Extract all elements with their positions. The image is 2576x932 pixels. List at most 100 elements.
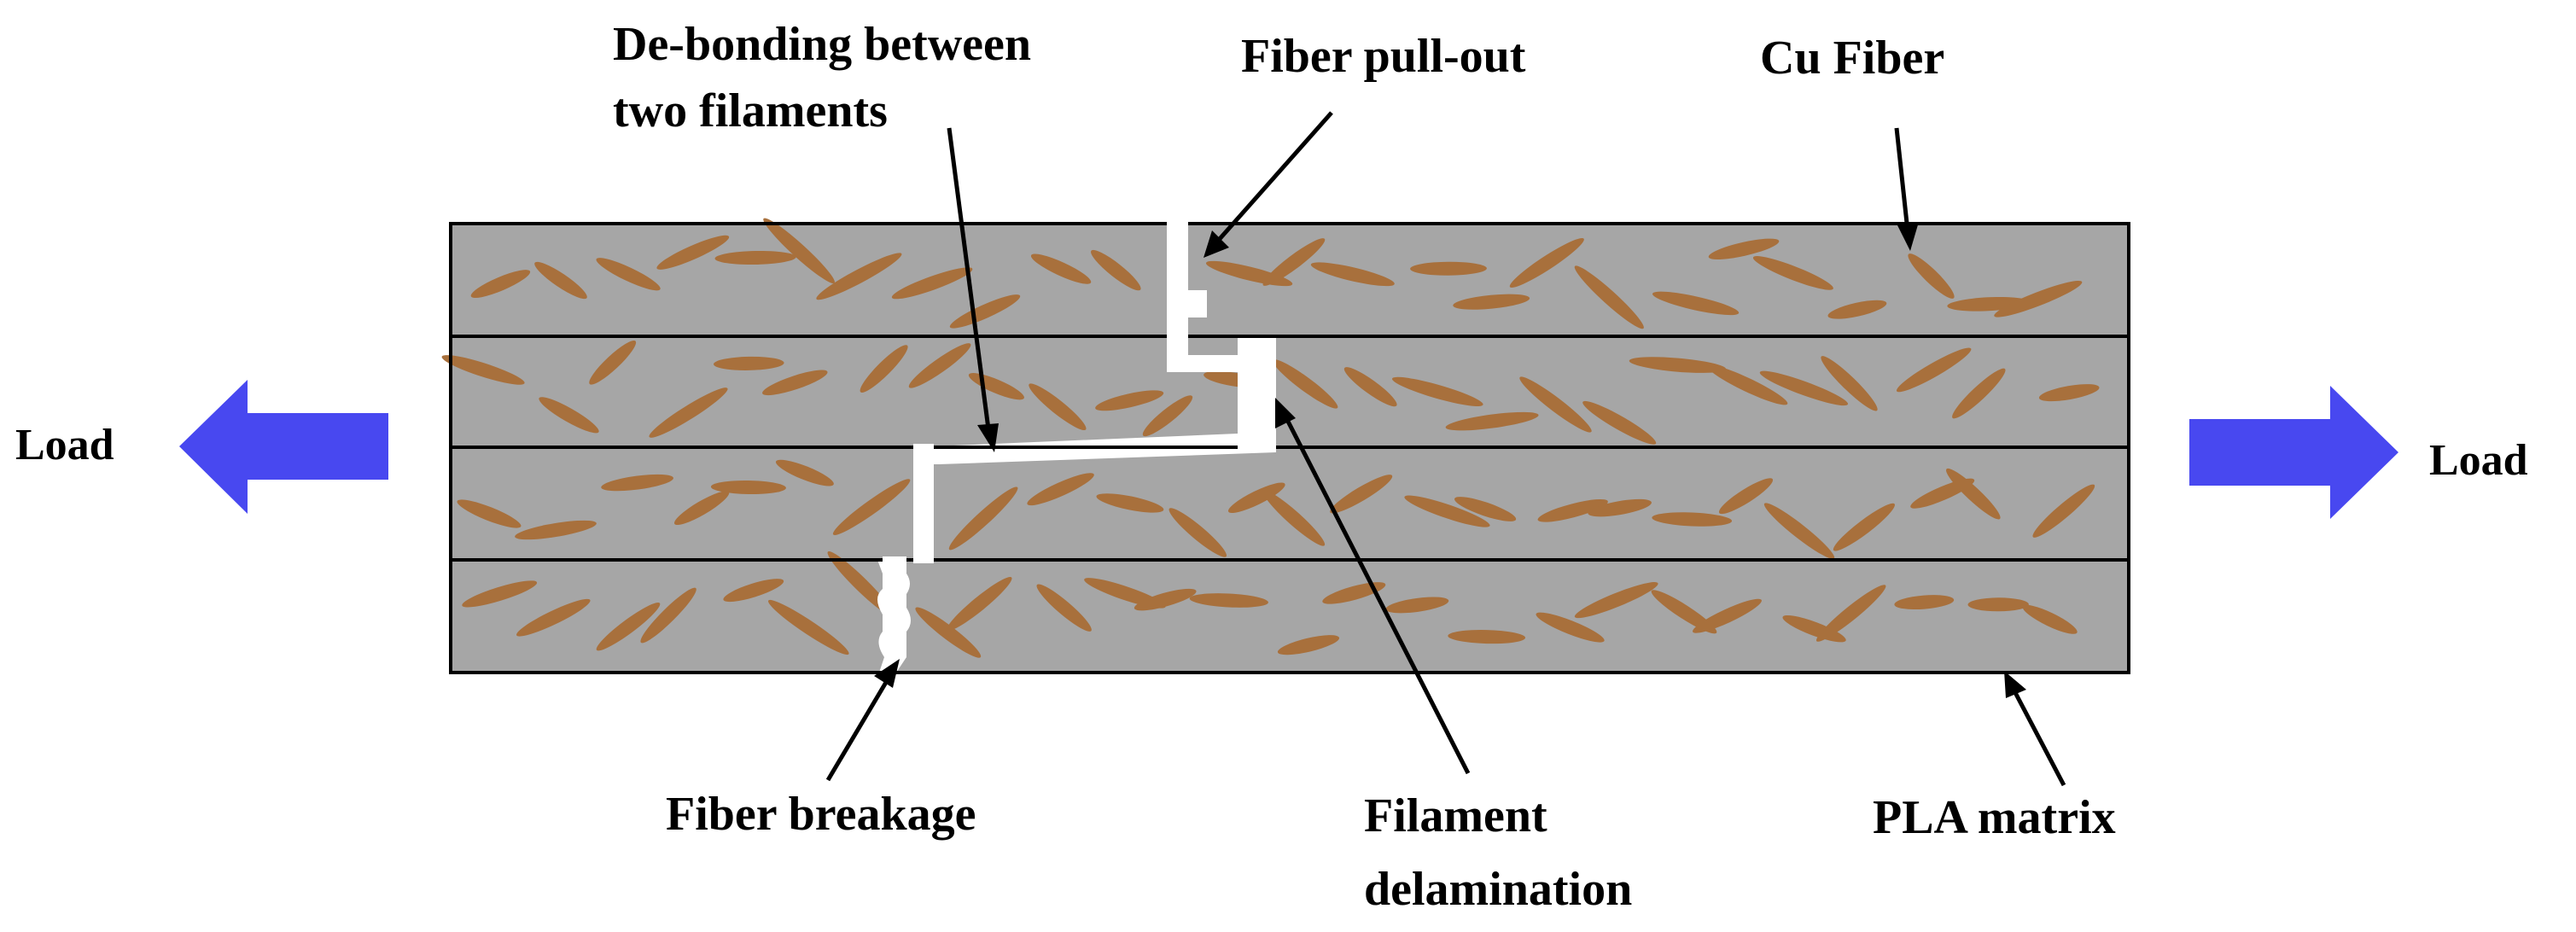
cu-fiber [2032,484,2095,538]
cu-fiber [1448,630,1526,644]
cu-fiber [915,607,982,658]
cu-fiber [710,480,786,495]
cu-fiber [1027,473,1094,506]
cu-fiber [1142,395,1193,437]
filament-layer-1 [451,224,2129,336]
cu-fiber [534,261,587,300]
cu-fiber [457,499,522,528]
cu-fiber [763,218,835,284]
cu-fiber [1821,356,1878,411]
cu-fiber [601,474,673,492]
cu-fiber [1445,411,1539,431]
cu-fiber [947,576,1012,632]
cu-fiber [1894,595,1955,610]
cu-fiber [1718,478,1774,515]
cu-fiber [768,599,849,655]
cu-fiber [1827,300,1887,319]
cu-fiber [1262,490,1326,546]
cu-fiber [1343,367,1397,407]
cu-fiber [723,579,784,603]
cu-fiber [1392,376,1483,406]
cu-fiber [775,459,834,486]
crack-gap-1 [1167,333,1188,340]
load-arrow-right [2189,386,2398,519]
cu-fiber [1652,291,1740,316]
filament-delamination-label-line2: delamination [1364,863,1632,916]
cu-fiber [1262,238,1326,286]
cu-fiber [1189,593,1268,608]
cu-fiber [1036,584,1092,632]
cu-fiber [1693,598,1762,633]
crack-gap-5 [883,556,906,563]
cu-fiber [656,235,730,270]
cu-fiber [596,258,661,291]
cu-fibers [441,218,2100,658]
cu-fiber [1277,635,1340,655]
cu-fiber [1537,498,1608,522]
cu-fiber [1574,582,1658,619]
cu-fiber [1629,357,1727,373]
cu-fiber [1453,294,1530,310]
debonding-label-line2: two filaments [613,84,888,137]
filament-layer-4 [451,560,2129,673]
crack-overlay [883,220,1276,563]
debonding-arrow [947,127,999,452]
cu-fiber [1952,368,2006,419]
layer-outlines [449,222,2130,674]
cu-fiber-label: Cu Fiber [1760,32,1944,84]
cu-fiber [1946,468,2001,520]
filament-delamination-label-line1: Filament [1364,789,1547,842]
cu-fiber [1536,612,1605,643]
fiber-breakage-label: Fiber breakage [666,788,976,841]
cu-fiber [860,345,908,393]
cu-fiber [1410,261,1487,276]
crack-gap-3 [913,444,934,452]
cu-fiber [1908,253,1955,299]
cu-fiber [891,267,973,300]
cu-fiber [1815,585,1886,642]
cu-fiber [1707,364,1788,405]
cu-fiber [1588,498,1652,517]
crack-gap-top [1167,220,1188,227]
cu-fiber [462,580,538,608]
cu-fiber [596,602,661,651]
cu-fiber [2038,384,2100,402]
cu-fiber [1322,582,1386,604]
fiber-breakage-arrow [825,659,900,782]
cu-fiber [1273,359,1338,409]
cu-fiber [1096,493,1164,513]
cu-fiber [949,294,1021,329]
cu-fiber [1029,383,1087,431]
cu-fiber [1574,265,1644,329]
cu-fiber [908,343,971,388]
cu-fiber [714,356,784,370]
fiber-pullout-crack [1165,224,1207,336]
crack-gap-4 [913,556,934,563]
cu-fiber [1385,597,1449,614]
cu-fiber [1454,497,1517,521]
cu-fiber [1582,400,1657,445]
crack-gap-2 [1238,437,1276,451]
fiber-pullout-label: Fiber pull-out [1241,30,1526,83]
pla-matrix-arrow [2004,671,2066,787]
pla-matrix-label: PLA matrix [1873,791,2116,844]
cu-fiber [714,250,796,265]
debonding-label-line1: De-bonding between [613,18,1031,71]
load-label-right: Load [2429,436,2528,485]
cu-fiber [1227,482,1285,514]
cu-fiber [640,587,696,644]
cu-fiber [816,253,902,300]
cu-fiber [1519,376,1592,433]
cu-fiber [1994,280,2083,317]
cu-fiber [1896,347,1972,393]
cu-fiber [1833,503,1895,551]
cu-fiber [762,370,828,396]
labels: Load Load De-bonding between two filamen… [15,18,2528,916]
cu-fiber [1030,253,1092,284]
cu-fiber [539,397,599,434]
cu-fiber [948,486,1018,550]
filament-layer-2 [451,336,2129,447]
cu-fiber [2022,604,2078,634]
cu-fiber [1752,256,1833,290]
